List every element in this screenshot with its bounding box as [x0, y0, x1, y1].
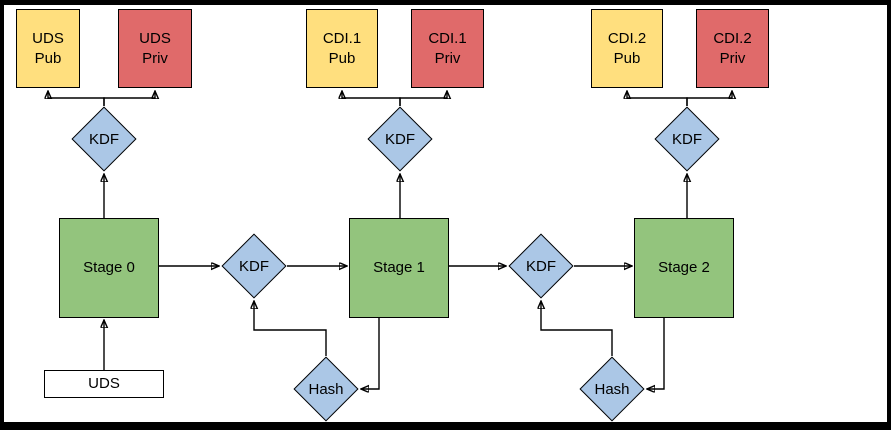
cdi1-priv-box: CDI.1 Priv	[411, 9, 484, 88]
edge-stage2-to-hash2	[647, 318, 665, 389]
kdf-cdi2-label: KDF	[526, 257, 556, 275]
cdi1-pub-box: CDI.1 Pub	[306, 9, 378, 88]
kdf-cdi1-label: KDF	[239, 257, 269, 275]
stage1-box: Stage 1	[349, 218, 449, 318]
kdf-uds-label: KDF	[89, 130, 119, 148]
edge-hash1-to-kdf-cdi1	[254, 301, 327, 356]
cdi1-pub-label: CDI.1 Pub	[322, 30, 362, 67]
kdf-cdi2-key-label: KDF	[672, 130, 702, 148]
cdi2-priv-box: CDI.2 Priv	[696, 9, 769, 88]
uds-label: UDS	[88, 375, 120, 393]
hash2-label: Hash	[594, 380, 630, 398]
diagram-canvas: UDS Pub UDS Priv CDI.1 Pub CDI.1 Priv CD…	[4, 5, 887, 422]
kdf-cdi2-key-diamond: KDF	[654, 106, 720, 172]
stage0-box: Stage 0	[59, 218, 159, 318]
cdi2-priv-label: CDI.2 Priv	[713, 30, 752, 67]
uds-pub-label: UDS Pub	[32, 30, 64, 67]
cdi2-pub-label: CDI.2 Pub	[607, 30, 647, 67]
kdf-cdi2-diamond: KDF	[508, 233, 574, 299]
kdf-cdi1-diamond: KDF	[221, 233, 287, 299]
cdi1-priv-label: CDI.1 Priv	[428, 30, 467, 67]
uds-pub-box: UDS Pub	[16, 9, 80, 88]
hash2-diamond: Hash	[579, 356, 645, 422]
kdf-cdi1-key-diamond: KDF	[367, 106, 433, 172]
edge-hash2-to-kdf-cdi2	[541, 301, 613, 356]
stage1-label: Stage 1	[373, 259, 425, 277]
uds-priv-label: UDS Priv	[139, 30, 171, 67]
kdf-cdi1-key-label: KDF	[385, 130, 415, 148]
kdf-uds-diamond: KDF	[71, 106, 137, 172]
stage0-label: Stage 0	[83, 259, 135, 277]
uds-box: UDS	[44, 370, 164, 398]
stage2-box: Stage 2	[634, 218, 734, 318]
hash1-label: Hash	[308, 380, 344, 398]
cdi2-pub-box: CDI.2 Pub	[591, 9, 663, 88]
uds-priv-box: UDS Priv	[118, 9, 192, 88]
stage2-label: Stage 2	[658, 259, 710, 277]
hash1-diamond: Hash	[293, 356, 359, 422]
edge-stage1-to-hash1	[361, 318, 380, 389]
